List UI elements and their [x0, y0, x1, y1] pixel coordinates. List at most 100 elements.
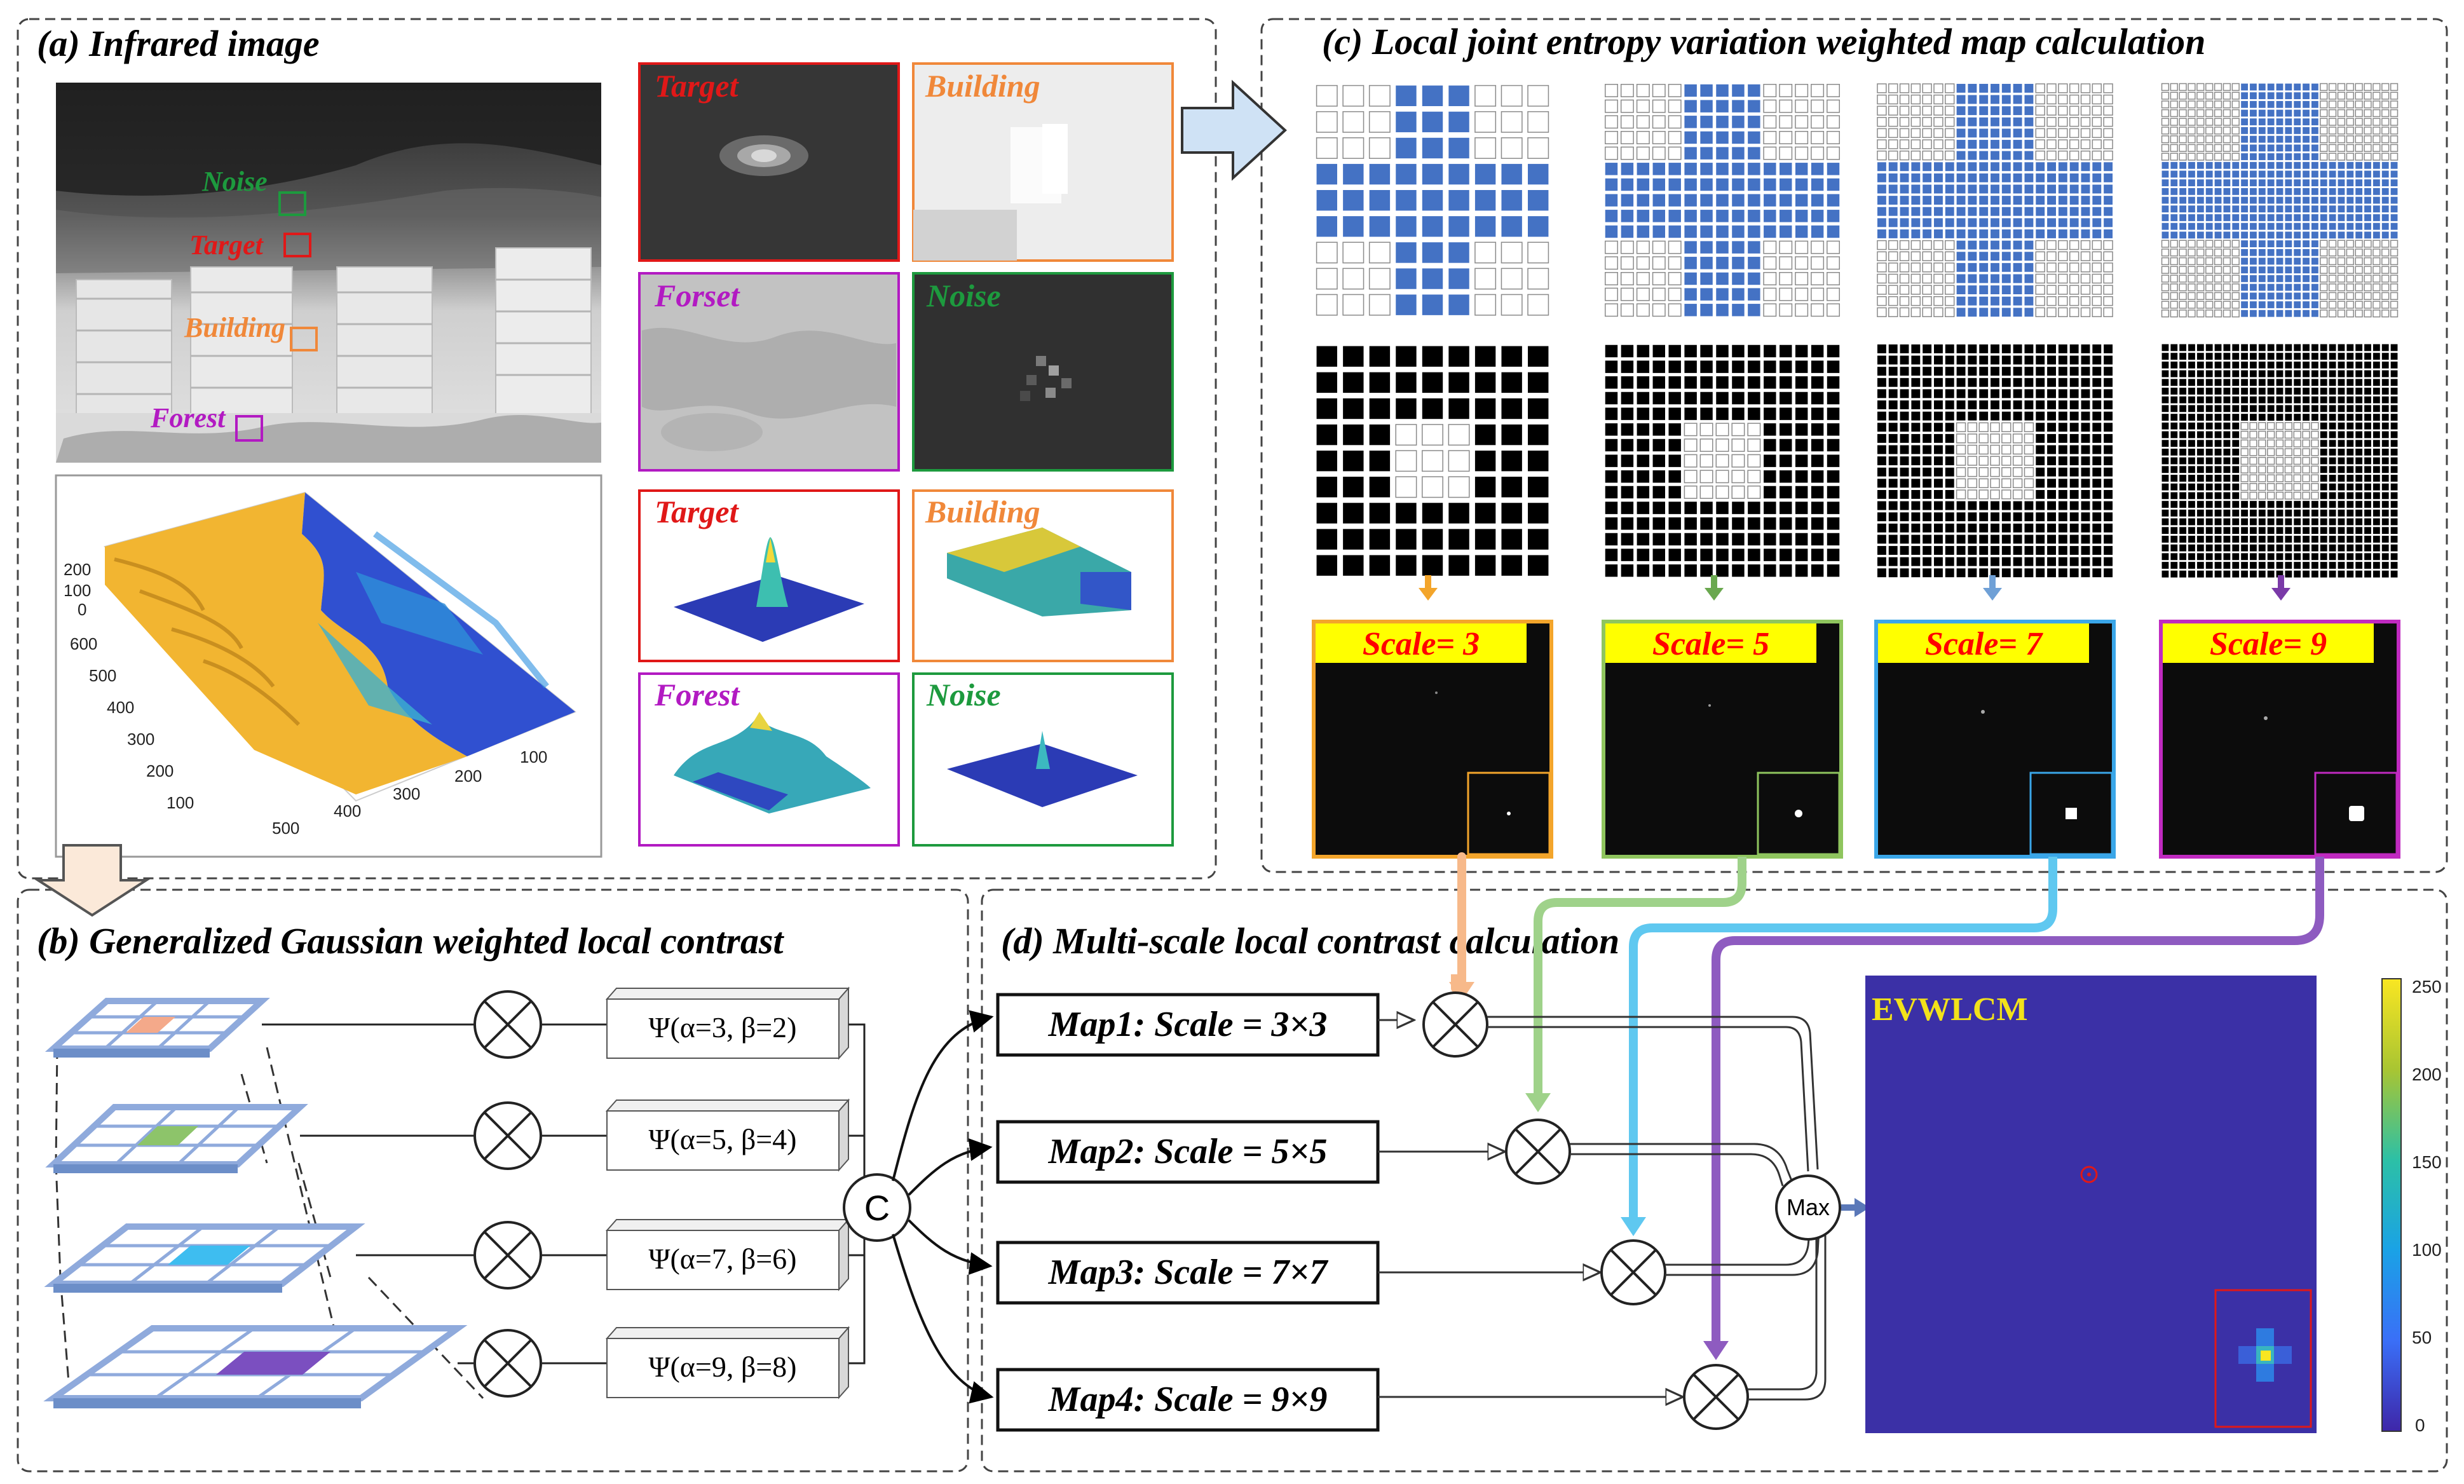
- surround-window-grid-3: [1316, 346, 1549, 576]
- svg-text:Scale= 3: Scale= 3: [1363, 626, 1480, 662]
- route-scale-9: [1712, 857, 2324, 1344]
- route-head-5: [1525, 1093, 1551, 1112]
- svg-text:Ψ(α=5, β=4): Ψ(α=5, β=4): [649, 1123, 797, 1155]
- otimes-d-2: [1505, 1119, 1571, 1185]
- psi-box-1: Ψ(α=3, β=2): [605, 986, 850, 1060]
- scale-arrow-stem-1: [1425, 575, 1431, 589]
- svg-text:Building: Building: [925, 68, 1040, 104]
- patch-noise: Noise: [912, 272, 1174, 472]
- building-label: Building: [184, 312, 285, 343]
- svg-text:Scale= 9: Scale= 9: [2210, 626, 2327, 662]
- svg-text:400: 400: [334, 801, 361, 820]
- scale-image-5: Scale= 5: [1602, 620, 1843, 859]
- svg-text:200: 200: [2412, 1065, 2442, 1084]
- svg-text:150: 150: [2412, 1152, 2442, 1172]
- map-box-3: Map3: Scale = 7×7: [996, 1241, 1380, 1305]
- map-box-1: Map1: Scale = 3×3: [996, 993, 1380, 1057]
- panel-a-frame: [17, 18, 1217, 880]
- psi-box-3: Ψ(α=7, β=6): [605, 1218, 850, 1291]
- svg-text:0: 0: [2415, 1415, 2425, 1435]
- noise-roi-box: [278, 191, 306, 216]
- svg-text:Map2: Scale = 5×5: Map2: Scale = 5×5: [1048, 1132, 1328, 1171]
- route-head-3: [1449, 982, 1474, 1001]
- concat-to-map-arrows: [892, 1010, 994, 1404]
- scale-arrow-stem-4: [2278, 575, 2284, 589]
- scale-image-9: Scale= 9: [2159, 620, 2400, 859]
- map-box-4: Map4: Scale = 9×9: [996, 1368, 1380, 1432]
- otimes-b-4: [473, 1329, 542, 1398]
- scale-arrow-1: [1419, 588, 1438, 601]
- surface-forest: Forest: [638, 672, 900, 847]
- svg-text:Building: Building: [925, 494, 1040, 529]
- scale-arrow-4: [2271, 588, 2290, 601]
- target-label: Target: [189, 229, 264, 261]
- svg-text:50: 50: [2412, 1328, 2432, 1347]
- evwlcm-title: EVWLCM: [1872, 991, 2028, 1028]
- svg-text:400: 400: [107, 698, 134, 717]
- scale-arrow-2: [1705, 588, 1724, 601]
- cross-window-grid-3: [1316, 85, 1549, 316]
- svg-text:Scale= 7: Scale= 7: [1925, 626, 2043, 662]
- svg-text:200: 200: [454, 766, 482, 786]
- cross-window-grid-7: [1877, 83, 2113, 317]
- panel-b-title: (b) Generalized Gaussian weighted local …: [37, 920, 784, 962]
- svg-text:Max: Max: [1787, 1194, 1830, 1220]
- svg-text:Scale= 5: Scale= 5: [1652, 626, 1769, 662]
- otimes-d-3: [1600, 1239, 1666, 1305]
- panel-d-frame: [981, 888, 2448, 1473]
- scale-arrow-stem-2: [1711, 575, 1717, 589]
- svg-text:Noise: Noise: [926, 677, 1001, 712]
- svg-text:300: 300: [393, 784, 420, 803]
- svg-text:Map3: Scale = 7×7: Map3: Scale = 7×7: [1048, 1253, 1329, 1292]
- entropy-grids: [1316, 83, 2399, 578]
- psi-box-4: Ψ(α=9, β=8): [605, 1326, 850, 1399]
- panel-c-title: (c) Local joint entropy variation weight…: [1322, 21, 2205, 62]
- otimes-d-4: [1683, 1364, 1749, 1430]
- target-roi-box: [283, 233, 311, 257]
- svg-text:100: 100: [520, 747, 547, 766]
- otimes-d-1: [1422, 991, 1488, 1058]
- panel-d-title: (d) Multi-scale local contrast calculati…: [1001, 920, 1619, 962]
- svg-text:Ψ(α=7, β=6): Ψ(α=7, β=6): [649, 1242, 797, 1275]
- svg-text:100: 100: [167, 793, 194, 812]
- route-head-7: [1621, 1217, 1646, 1236]
- svg-text:Map4: Scale = 9×9: Map4: Scale = 9×9: [1048, 1380, 1328, 1419]
- route-head-9: [1703, 1341, 1729, 1360]
- arrow-a-to-c: [1181, 79, 1287, 181]
- forest-label: Forest: [150, 402, 226, 433]
- gaussian-layers: [43, 998, 484, 1408]
- svg-text:200: 200: [146, 761, 174, 780]
- surround-window-grid-5: [1605, 344, 1840, 577]
- infrared-image: [56, 83, 601, 463]
- cross-window-grid-9: [2161, 83, 2399, 318]
- surround-window-grid-9: [2161, 344, 2398, 578]
- svg-text:Noise: Noise: [926, 278, 1001, 313]
- route-scale-5: [1534, 857, 1746, 1096]
- scale-image-3: Scale= 3: [1312, 620, 1553, 859]
- svg-text:C: C: [864, 1188, 890, 1228]
- svg-text:100: 100: [64, 581, 91, 600]
- psi-box-2: Ψ(α=5, β=4): [605, 1098, 850, 1172]
- svg-text:0: 0: [78, 600, 86, 619]
- forest-roi-box: [235, 415, 263, 442]
- svg-text:300: 300: [127, 730, 154, 749]
- surface-noise: Noise: [912, 672, 1174, 847]
- patch-building: Building: [912, 62, 1174, 262]
- building-roi-box: [290, 327, 318, 351]
- svg-text:Target: Target: [655, 68, 740, 104]
- scale-arrow-3: [1983, 588, 2002, 601]
- map-to-otimes-arrows: [1378, 1020, 1683, 1397]
- surface-building: Building: [912, 489, 1174, 662]
- surface-target: Target: [638, 489, 900, 662]
- noise-label: Noise: [201, 166, 268, 197]
- arrow-a-to-b: [34, 844, 151, 917]
- svg-text:Ψ(α=9, β=8): Ψ(α=9, β=8): [649, 1351, 797, 1383]
- concat-node: C: [843, 1173, 911, 1242]
- surround-window-grid-7: [1877, 344, 2113, 578]
- svg-text:500: 500: [89, 666, 116, 685]
- otimes-b-2: [473, 1101, 542, 1170]
- map-box-2: Map2: Scale = 5×5: [996, 1120, 1380, 1184]
- svg-text:600: 600: [70, 634, 97, 653]
- svg-text:250: 250: [2412, 977, 2442, 997]
